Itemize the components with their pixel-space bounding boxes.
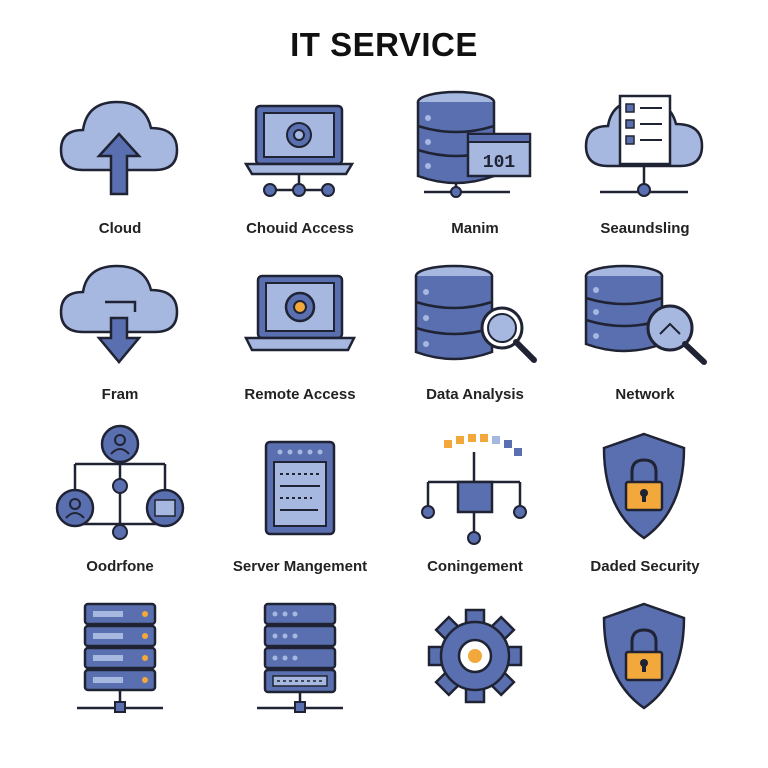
icon-tile-shield[interactable] xyxy=(565,600,725,750)
database-search-icon xyxy=(584,264,707,365)
icon-label: Oodrfone xyxy=(86,558,154,575)
icon-label: Daded Security xyxy=(590,558,700,575)
icon-label: Remote Access xyxy=(244,386,356,403)
database-binary-icon: 101 xyxy=(416,90,532,198)
icon-label: Server Mangement xyxy=(232,558,368,575)
icon-label: Seaundsling xyxy=(600,220,690,237)
icon-label: Cloud xyxy=(98,220,142,237)
icon-tile-data-analysis[interactable]: Data Analysis xyxy=(395,262,555,412)
cloud-upload-icon xyxy=(59,100,179,196)
network-gauge-icon xyxy=(421,434,527,545)
icon-tile-chouid-access[interactable]: Chouid Access xyxy=(220,88,380,238)
shield-lock-icon xyxy=(602,432,686,540)
database-search-icon xyxy=(414,264,537,363)
laptop-gear-icon xyxy=(243,274,357,352)
icon-tile-gear[interactable] xyxy=(395,600,555,750)
cloud-download-icon xyxy=(59,264,179,364)
icon-label: Network xyxy=(615,386,675,403)
icon-tile-network[interactable]: Network xyxy=(565,262,725,412)
svg-text:101: 101 xyxy=(483,153,516,173)
icon-tile-manim[interactable]: 101 Manim xyxy=(395,88,555,238)
icon-label: Manim xyxy=(451,220,499,237)
icon-tile-server-mangement[interactable]: Server Mangement xyxy=(220,436,380,586)
icon-tile-remote-access[interactable]: Remote Access xyxy=(220,262,380,412)
icon-tile-daded-security[interactable]: Daded Security xyxy=(565,430,725,580)
page-title: IT SERVICE xyxy=(290,26,478,63)
icon-tile-oodrfone[interactable]: Oodrfone xyxy=(40,424,200,575)
icon-tile-server-rack-1[interactable] xyxy=(40,600,200,750)
server-rack-icon xyxy=(77,602,163,713)
icon-label: Chouid Access xyxy=(246,220,354,237)
server-panel-icon xyxy=(264,440,336,536)
icon-tile-fram[interactable]: Fram xyxy=(40,262,200,412)
user-network-icon xyxy=(55,424,185,540)
icon-tile-cloud[interactable]: Cloud xyxy=(40,88,200,238)
laptop-gear-icon xyxy=(243,104,355,197)
cloud-checklist-icon xyxy=(584,94,704,197)
icon-label: Fram xyxy=(101,386,139,403)
icon-label: Coningement xyxy=(427,558,523,575)
icon-tile-server-rack-2[interactable] xyxy=(220,600,380,750)
gear-icon xyxy=(427,608,523,704)
icon-label: Data Analysis xyxy=(426,386,524,403)
shield-lock-icon xyxy=(602,602,686,710)
server-rack-icon xyxy=(257,602,343,713)
icon-tile-coningement[interactable]: Coningement xyxy=(395,432,555,582)
icon-tile-seaundsling[interactable]: Seaundsling xyxy=(565,88,725,238)
